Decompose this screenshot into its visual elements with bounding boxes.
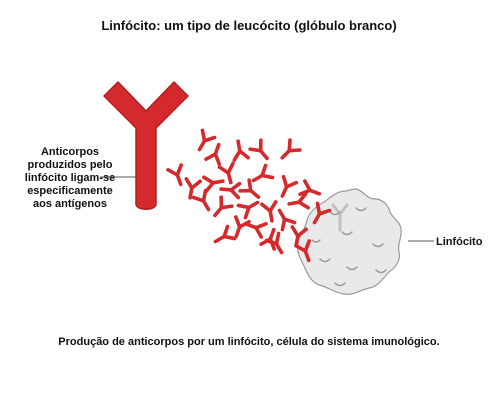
antibody-segment xyxy=(259,237,273,246)
antibody-segment xyxy=(260,173,275,180)
antibody-segment xyxy=(226,161,235,175)
antibody-icon xyxy=(213,224,237,244)
antibody-icon xyxy=(251,163,275,183)
emerging-antibody-arm xyxy=(331,203,342,216)
antibody-icon xyxy=(166,163,183,187)
large-antibody-y-icon xyxy=(103,81,189,210)
antibodies-label: Anticorpos produzidos pelo linfócito lig… xyxy=(2,146,138,211)
antibody-icon xyxy=(248,138,269,161)
cell-mark xyxy=(311,239,321,243)
antibody-icon xyxy=(217,161,235,185)
antibody-segment xyxy=(204,152,218,161)
antibody-segment xyxy=(303,239,311,253)
antibody-icon xyxy=(287,192,310,210)
cell-mark xyxy=(319,258,331,263)
antibodies-label-line: aos antígenos xyxy=(33,198,107,210)
antibody-icon xyxy=(259,227,276,251)
cell-mark xyxy=(346,266,358,271)
antibody-icon xyxy=(236,200,260,220)
antibody-segment xyxy=(175,163,183,177)
antibody-segment xyxy=(297,200,310,210)
antibody-segment xyxy=(280,217,287,232)
large-antibody xyxy=(103,81,189,210)
antibody-segment xyxy=(191,195,206,203)
lymphocyte-cell xyxy=(296,188,402,295)
antibody-icon xyxy=(184,177,202,200)
antibody-icon xyxy=(219,181,242,200)
antibodies-label-line: linfócito ligam-se xyxy=(24,172,116,184)
antibody-segment xyxy=(202,175,215,185)
antibody-segment xyxy=(229,188,241,200)
antibody-segment xyxy=(303,179,312,193)
antibody-icon xyxy=(244,222,268,239)
lymphocyte-label: Linfócito xyxy=(436,236,483,248)
leader-lines xyxy=(100,176,434,242)
antibody-segment xyxy=(268,200,278,213)
antibody-icon xyxy=(294,239,311,263)
antibody-icon xyxy=(213,195,234,218)
emerging-antibody-arm xyxy=(338,203,349,216)
cell-mark xyxy=(375,269,387,274)
antibody-icon xyxy=(204,142,221,166)
antibody-segment xyxy=(282,217,297,225)
antibody-segment xyxy=(232,149,242,162)
antibody-segment xyxy=(190,179,202,190)
cell-mark xyxy=(341,231,353,236)
antibody-segment xyxy=(296,227,308,238)
antibody-segment xyxy=(202,135,217,143)
antibody-icon xyxy=(312,201,332,225)
antibody-icon xyxy=(197,128,217,152)
figure-caption: Produção de anticorpos por um linfócito,… xyxy=(58,336,440,348)
antibody-segment xyxy=(243,205,251,220)
antibody-segment xyxy=(258,138,263,153)
antibody-icon xyxy=(260,200,278,223)
antibody-icon xyxy=(280,138,302,160)
antibody-segment xyxy=(260,163,268,178)
antibody-segment xyxy=(284,180,299,189)
antibodies-label-line: Anticorpos xyxy=(40,146,100,158)
antibody-segment xyxy=(236,203,251,210)
antibody-segment xyxy=(254,225,263,239)
cell-mark xyxy=(334,282,346,287)
antibody-segment xyxy=(274,231,281,246)
diagram-title: Linfócito: um tipo de leucócito (glóbulo… xyxy=(101,18,397,33)
antibody-segment xyxy=(222,234,237,241)
antibody-icon xyxy=(280,174,299,198)
antibody-icon xyxy=(191,188,211,212)
antibody-icon xyxy=(202,175,225,193)
antibody-icon xyxy=(298,179,322,196)
antibody-segment xyxy=(317,208,332,216)
antibody-segment xyxy=(287,148,302,153)
emerging-antibody xyxy=(331,203,349,232)
cell-mark xyxy=(372,243,384,248)
antibody-segment xyxy=(247,178,253,193)
antibodies-label-line: produzidos pelo xyxy=(27,159,113,171)
antibody-icon xyxy=(238,178,261,199)
antibodies-label-line: especificamente xyxy=(27,185,113,197)
antibody-segment xyxy=(222,224,230,239)
antibody-icon xyxy=(232,139,250,162)
cell-mark xyxy=(355,207,367,212)
antibody-icon xyxy=(277,208,297,232)
antibody-icon xyxy=(234,215,251,239)
antibody-cluster xyxy=(166,128,332,263)
antibody-segment xyxy=(219,204,234,210)
